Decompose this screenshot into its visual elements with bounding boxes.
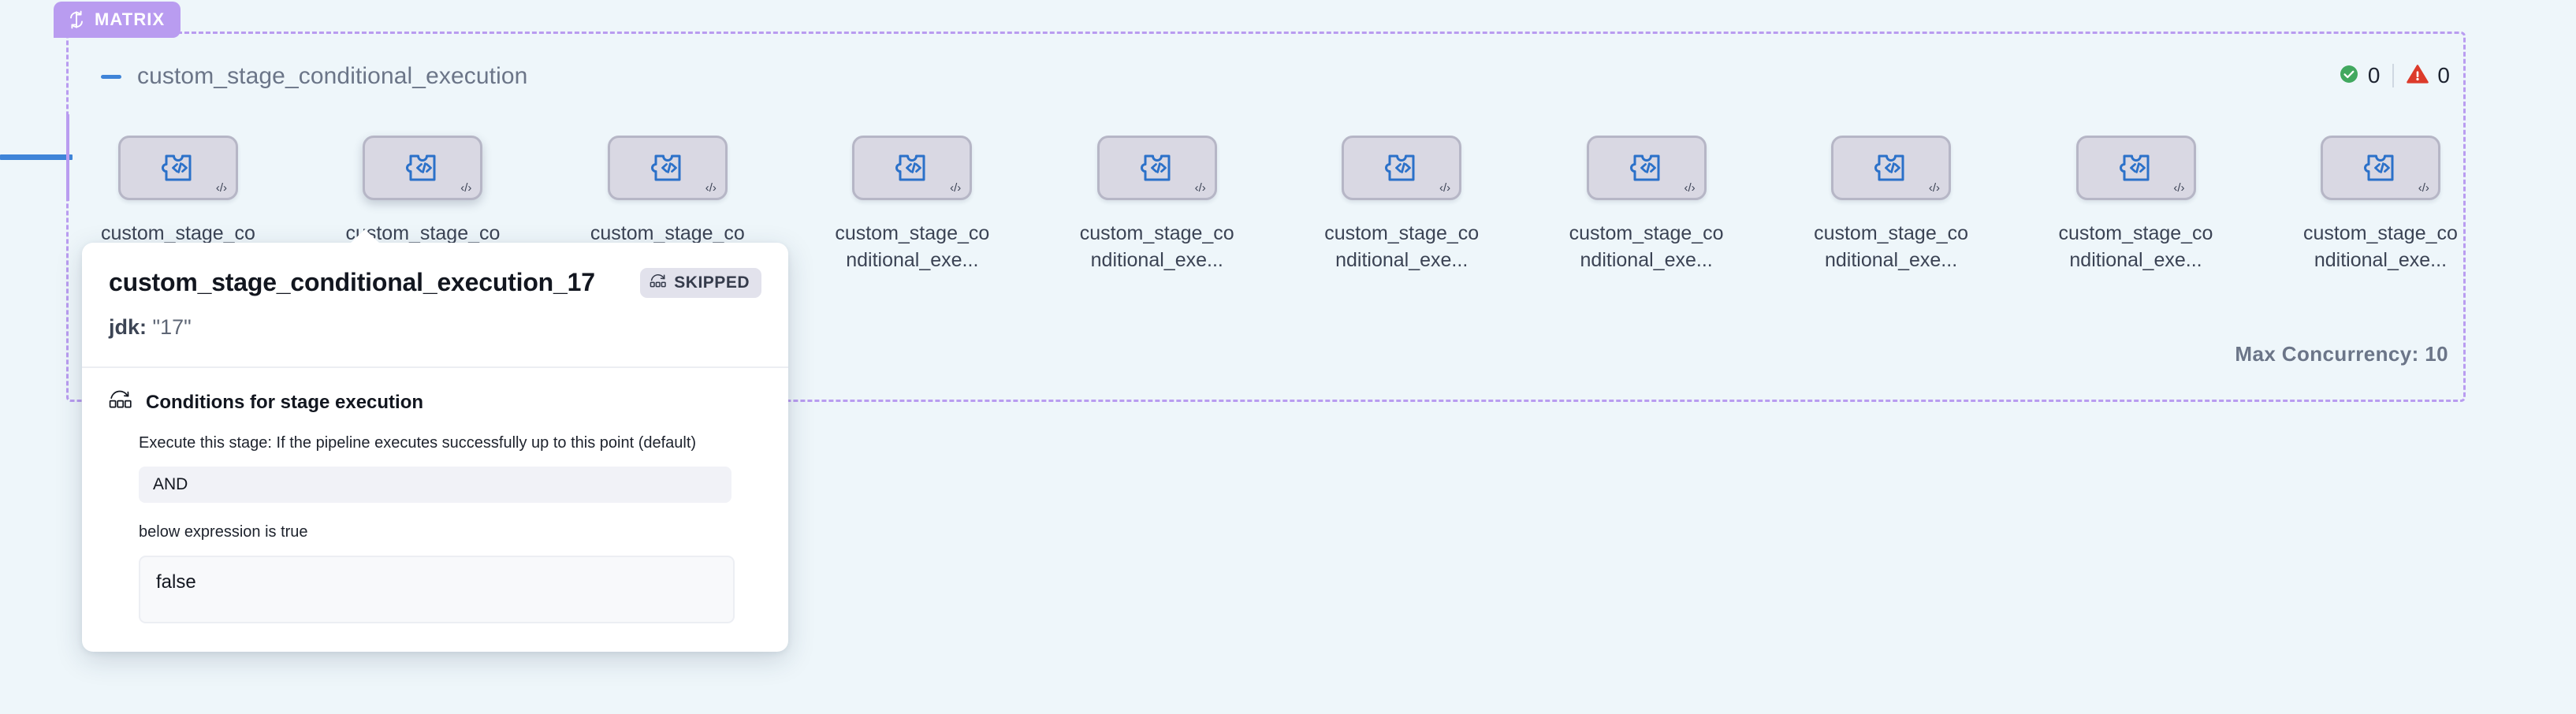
code-tag-icon: ‹/› [1684, 181, 1696, 195]
warning-triangle-icon [2407, 64, 2429, 88]
stage-node-label: custom_stage_conditional_exe... [1814, 222, 1969, 271]
matrix-node-9[interactable]: ‹/› custom_stage_conditional_exe... [2303, 136, 2458, 309]
group-header: custom_stage_conditional_execution [101, 63, 527, 90]
code-puzzle-icon [405, 151, 440, 185]
stage-details-popover: custom_stage_conditional_execution_17 SK… [82, 229, 788, 652]
popover-arrow [350, 229, 380, 244]
stage-node-label: custom_stage_conditional_exe... [2302, 222, 2458, 271]
code-tag-icon: ‹/› [215, 181, 227, 195]
matrix-badge-label: MATRIX [95, 9, 166, 29]
warning-count: 0 [2437, 63, 2450, 87]
stage-node-label: custom_stage_conditional_exe... [835, 222, 990, 271]
matrix-axis-val: "17" [152, 315, 192, 339]
check-circle-icon [2339, 64, 2359, 88]
code-tag-icon: ‹/› [1928, 181, 1941, 195]
matrix-axis-key: jdk: [109, 315, 147, 339]
skip-arc-icon [650, 273, 667, 292]
popover-divider [82, 366, 788, 368]
stage-node-card[interactable]: ‹/› [2320, 136, 2440, 200]
stage-node-card[interactable]: ‹/› [1096, 136, 1217, 200]
popover-title: custom_stage_conditional_execution_17 [109, 268, 595, 296]
matrix-node-8[interactable]: ‹/› custom_stage_conditional_exe... [2059, 136, 2213, 309]
warning-counter[interactable]: 0 [2407, 63, 2450, 88]
loop-arrows-icon [67, 10, 86, 29]
code-tag-icon: ‹/› [1194, 181, 1206, 195]
stage-node-card[interactable]: ‹/› [607, 136, 728, 200]
code-puzzle-icon [895, 151, 929, 185]
status-badge: SKIPPED [640, 268, 761, 298]
matrix-badge[interactable]: MATRIX [54, 2, 181, 38]
code-tag-icon: ‹/› [1439, 181, 1451, 195]
conditions-header: Conditions for stage execution [109, 390, 761, 415]
stage-node-label: custom_stage_conditional_exe... [1569, 222, 1724, 271]
stage-node-label: custom_stage_conditional_exe... [1324, 222, 1480, 271]
stage-node-label: custom_stage_conditional_exe... [1079, 222, 1234, 271]
popover-body: Conditions for stage execution Execute t… [82, 368, 788, 652]
stage-node-card[interactable]: ‹/› [1831, 136, 1952, 200]
status-badge-label: SKIPPED [674, 273, 750, 292]
stage-node-card[interactable]: ‹/› [118, 136, 238, 200]
code-tag-icon: ‹/› [950, 181, 962, 195]
stage-node-card[interactable]: ‹/› [1586, 136, 1707, 200]
code-puzzle-icon [1629, 151, 1664, 185]
code-tag-icon: ‹/› [705, 181, 717, 195]
counter-divider [2392, 64, 2395, 87]
matrix-node-3[interactable]: ‹/› custom_stage_conditional_exe... [835, 136, 989, 309]
code-tag-icon: ‹/› [460, 181, 472, 195]
stage-node-card[interactable]: ‹/› [852, 136, 973, 200]
incoming-connector-edge [0, 154, 73, 160]
popover-header: custom_stage_conditional_execution_17 SK… [82, 243, 788, 366]
matrix-node-row: ‹/› custom_stage_conditional_exe... ‹/› cus… [101, 136, 2458, 309]
success-count: 0 [2367, 63, 2381, 87]
matrix-node-5[interactable]: ‹/› custom_stage_conditional_exe... [1324, 136, 1479, 309]
code-tag-icon: ‹/› [2418, 181, 2429, 195]
matrix-group-container [66, 32, 2466, 402]
conditions-expression: false [139, 556, 735, 623]
code-puzzle-icon [1140, 151, 1174, 185]
success-counter[interactable]: 0 [2339, 63, 2381, 88]
code-puzzle-icon [650, 151, 685, 185]
stage-node-card[interactable]: ‹/› [2075, 136, 2196, 200]
minus-collapse-icon[interactable] [101, 74, 121, 79]
stage-node-label: custom_stage_conditional_exe... [2058, 222, 2213, 271]
stage-node-card[interactable]: ‹/› [363, 136, 483, 200]
code-puzzle-icon [161, 151, 195, 185]
conditions-heading: Conditions for stage execution [146, 391, 424, 413]
max-concurrency-label: Max Concurrency: 10 [2235, 342, 2448, 366]
code-puzzle-icon [1874, 151, 1908, 185]
conditions-sub-label: below expression is true [139, 523, 308, 541]
matrix-group-edge-highlight [66, 114, 69, 201]
matrix-node-7[interactable]: ‹/› custom_stage_conditional_exe... [1814, 136, 1968, 309]
matrix-axis-value: jdk: "17" [109, 315, 761, 340]
matrix-node-6[interactable]: ‹/› custom_stage_conditional_exe... [1569, 136, 1724, 309]
conditions-operator: AND [139, 467, 731, 503]
conditions-description: Execute this stage: If the pipeline exec… [139, 434, 697, 452]
group-title: custom_stage_conditional_execution [137, 63, 528, 89]
conditional-execution-icon [109, 390, 132, 415]
code-puzzle-icon [2119, 151, 2153, 185]
code-puzzle-icon [1384, 151, 1419, 185]
status-counters: 0 0 [2339, 63, 2450, 88]
code-puzzle-icon [2363, 151, 2398, 185]
code-tag-icon: ‹/› [2173, 181, 2185, 195]
matrix-node-4[interactable]: ‹/› custom_stage_conditional_exe... [1080, 136, 1234, 309]
stage-node-card[interactable]: ‹/› [1342, 136, 1462, 200]
